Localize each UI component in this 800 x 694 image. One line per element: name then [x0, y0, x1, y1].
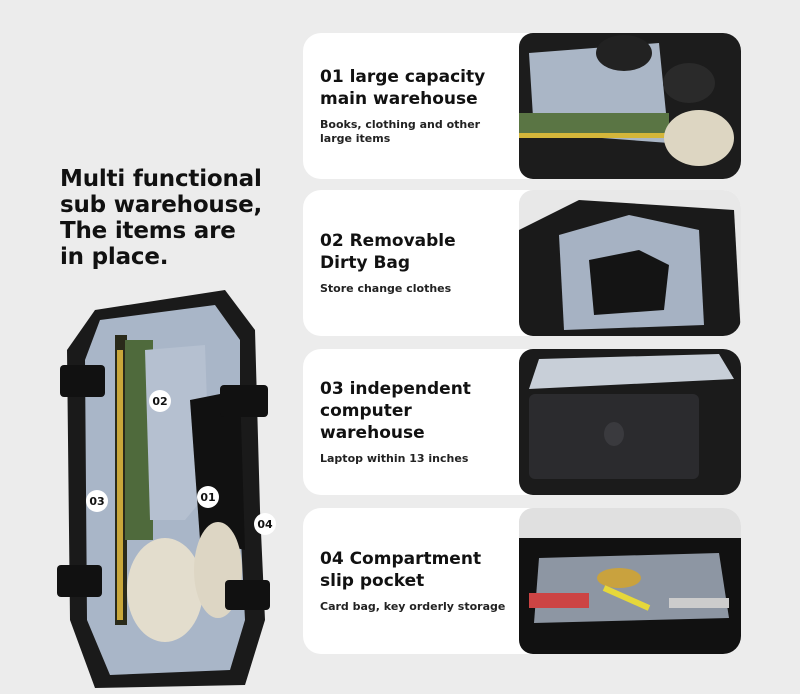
bag-badge-04: 04 — [254, 513, 276, 535]
headline-line: Multi functional — [60, 166, 262, 192]
dirty-bag-photo — [519, 190, 741, 336]
feature-description: Laptop within 13 inches — [320, 452, 469, 465]
headline-line: The items are — [60, 218, 236, 244]
bag-illustration — [57, 290, 270, 688]
handle-strap — [57, 565, 102, 597]
main-compartment-photo — [519, 33, 741, 179]
feature-description: Card bag, key orderly storage — [320, 600, 506, 613]
feature-description: Books, clothing and other large items — [320, 118, 481, 145]
handle-strap — [225, 580, 270, 610]
headline-line: sub warehouse, — [60, 192, 263, 218]
notebook-edge — [117, 350, 123, 620]
handle-strap — [60, 365, 105, 397]
feature-title-line: 03 independent — [320, 379, 471, 399]
headline-line: in place. — [60, 244, 169, 270]
dirty-bag — [145, 345, 210, 520]
feature-title-line: computer — [320, 401, 412, 421]
feature-description: Store change clothes — [320, 282, 452, 295]
feature-title: 01 large capacity main warehouse — [320, 66, 511, 110]
main-compartment-dark — [190, 390, 245, 550]
feature-title: 02 Removable Dirty Bag — [320, 230, 511, 274]
bag-badge-03: 03 — [86, 490, 108, 512]
bag-badge-01: 01 — [197, 486, 219, 508]
feature-title: 04 Compartment slip pocket — [320, 548, 511, 592]
feature-title-line: main warehouse — [320, 89, 478, 109]
feature-title-line: 01 large capacity — [320, 67, 486, 87]
feature-title-line: 04 Compartment — [320, 549, 482, 569]
feature-card-main-warehouse: 01 large capacity main warehouse Books, … — [303, 33, 741, 179]
feature-title-line: Dirty Bag — [320, 253, 411, 273]
feature-card-slip-pocket: 04 Compartment slip pocket Card bag, key… — [303, 508, 741, 654]
feature-title-line: warehouse — [320, 423, 425, 443]
feature-title: 03 independent computer warehouse — [320, 378, 511, 444]
feature-card-dirty-bag: 02 Removable Dirty Bag Store change clot… — [303, 190, 741, 336]
headline: Multi functional sub warehouse, The item… — [60, 166, 290, 270]
slip-pocket-photo — [519, 508, 741, 654]
feature-title-line: slip pocket — [320, 571, 425, 591]
bag-overview-image: 02 03 01 04 — [55, 290, 285, 690]
bag-badge-02: 02 — [149, 390, 171, 412]
feature-title-line: 02 Removable — [320, 231, 456, 251]
pouch-left — [127, 538, 203, 642]
feature-card-computer-warehouse: 03 independent computer warehouse Laptop… — [303, 349, 741, 495]
laptop-compartment-photo — [519, 349, 741, 495]
handle-strap — [220, 385, 268, 417]
